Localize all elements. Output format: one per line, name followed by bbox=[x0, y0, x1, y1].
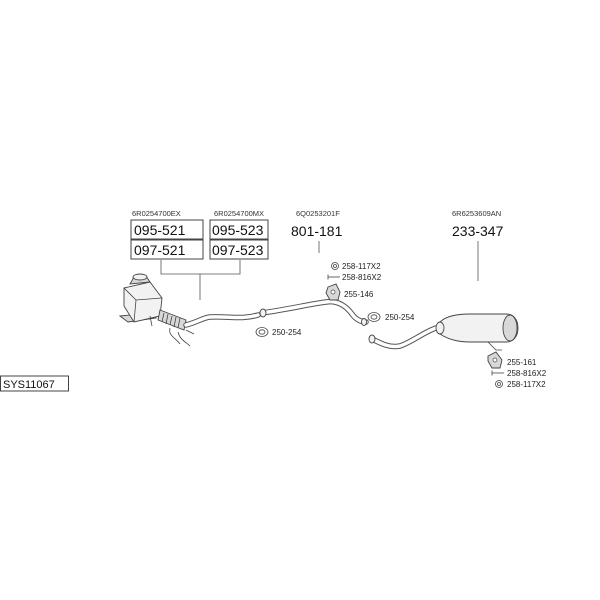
part-box-095-521[interactable]: 095-521 bbox=[130, 219, 204, 240]
rear-silencer[interactable] bbox=[435, 313, 519, 351]
accessory-label-rear-clamp[interactable]: 258-117X2 bbox=[507, 380, 546, 389]
system-code-box: SYS11067 bbox=[0, 375, 69, 392]
oem-number-front-cat-mx: 6R0254700MX bbox=[214, 209, 264, 218]
part-box-097-521[interactable]: 097-521 bbox=[130, 239, 204, 260]
oem-number-middle-pipe: 6Q0253201F bbox=[296, 209, 340, 218]
part-number-233-347[interactable]: 233-347 bbox=[452, 223, 504, 239]
oem-number-front-cat-ex: 6R0254700EX bbox=[132, 209, 181, 218]
clamp-ring-icon bbox=[331, 262, 339, 270]
front-catalyst-assembly[interactable] bbox=[118, 273, 195, 347]
part-number: 097-521 bbox=[134, 242, 186, 258]
part-number: 097-523 bbox=[212, 242, 264, 258]
gasket-icon bbox=[367, 312, 381, 322]
accessory-label-rear-bolt[interactable]: 258-816X2 bbox=[507, 369, 547, 378]
rubber-hanger-icon bbox=[325, 283, 341, 301]
rear-pipe[interactable] bbox=[368, 325, 439, 350]
clamp-ring-icon bbox=[495, 380, 503, 388]
accessory-label-rear-hanger[interactable]: 255-161 bbox=[507, 358, 537, 367]
middle-pipe[interactable] bbox=[259, 298, 369, 326]
part-number: 095-523 bbox=[212, 222, 264, 238]
accessory-label-mid-bolt[interactable]: 258-816X2 bbox=[342, 273, 382, 282]
part-box-095-523[interactable]: 095-523 bbox=[209, 219, 269, 240]
part-number: 095-521 bbox=[134, 222, 186, 238]
accessory-label-mid-clamp[interactable]: 258-117X2 bbox=[342, 262, 381, 271]
part-box-097-523[interactable]: 097-523 bbox=[209, 239, 269, 260]
oem-number-rear-silencer: 6R6253609AN bbox=[452, 209, 501, 218]
system-code: SYS11067 bbox=[3, 379, 55, 391]
bolt-icon bbox=[327, 274, 340, 280]
front-pipe[interactable] bbox=[183, 312, 261, 328]
leader-line-front-group bbox=[160, 260, 241, 300]
rubber-hanger-icon bbox=[487, 351, 503, 369]
accessory-label-front-gasket[interactable]: 250-254 bbox=[272, 328, 302, 337]
accessory-label-mid-gasket[interactable]: 250-254 bbox=[385, 313, 415, 322]
part-number-801-181[interactable]: 801-181 bbox=[291, 223, 343, 239]
gasket-icon bbox=[255, 327, 269, 337]
bolt-icon bbox=[491, 370, 504, 376]
accessory-label-mid-hanger[interactable]: 255-146 bbox=[344, 290, 374, 299]
